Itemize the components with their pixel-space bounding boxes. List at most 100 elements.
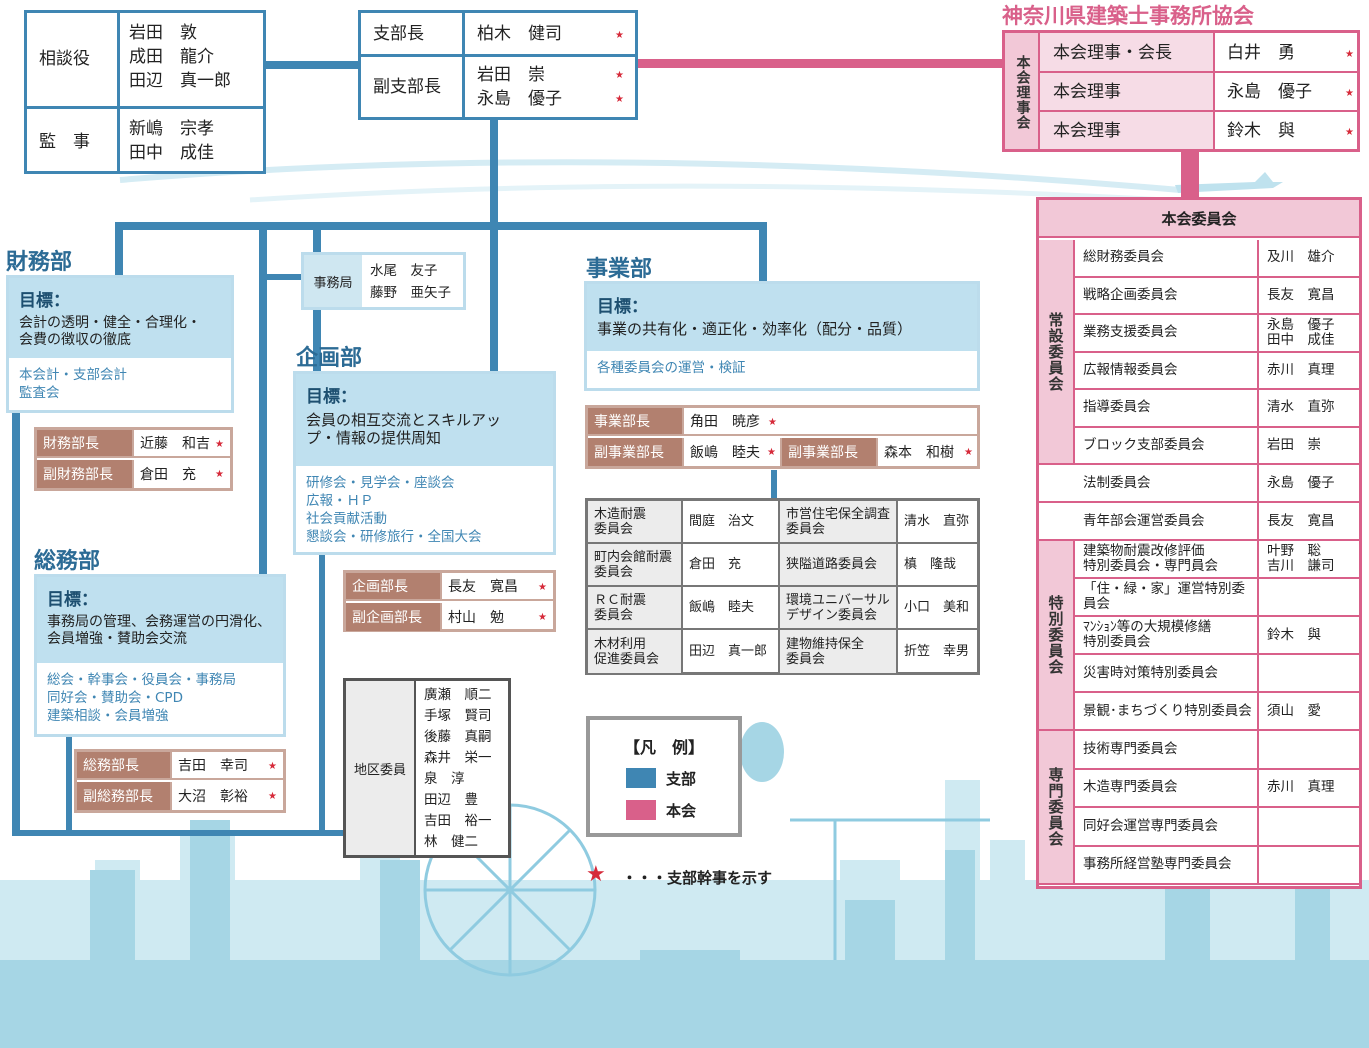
- committees-title: 本会委員会: [1039, 200, 1359, 238]
- committee-name: ブロック支部委員会: [1075, 427, 1259, 465]
- legend-main-swatch: [626, 800, 656, 820]
- general-vice-name: 大沼 彰裕★: [178, 789, 277, 805]
- business-committee-name: 市営住宅保全調査 委員会: [780, 501, 898, 544]
- general-title: 総務部: [34, 549, 101, 574]
- committee-member: 赤川 真理: [1259, 770, 1359, 808]
- connector-branch-trunk: [490, 118, 498, 372]
- board-name-2: 永島 優子: [1227, 82, 1312, 102]
- star-icon: ★: [1345, 127, 1354, 138]
- committee-member: 須山 愛: [1259, 693, 1359, 731]
- committee-member: [1259, 655, 1359, 693]
- star-icon: ★: [268, 791, 277, 802]
- business-committee-name: 建物維持保全 委員会: [780, 630, 898, 673]
- committee-name: 青年部会運営委員会: [1039, 503, 1259, 541]
- general-head-role: 総務部長: [77, 752, 172, 778]
- business-committee-member: 飯嶋 睦夫: [683, 587, 780, 630]
- board-name-3: 鈴木 與: [1227, 121, 1295, 141]
- advisors-box: 相談役 岩田 敦 成田 龍介 田辺 真一郎 監 事 新嶋 宗孝 田中 成佳: [24, 10, 266, 174]
- board-role-1: 本会理事・会長: [1053, 43, 1172, 63]
- committee-name: 法制委員会: [1039, 465, 1259, 503]
- vice-branch-head-name-1: 岩田 崇: [477, 65, 545, 85]
- legend-star-note: ・・・支部幹事を示す: [622, 869, 773, 887]
- association-committees-box: 本会委員会 総財務委員会及川 雄介戦略企画委員会長友 寛昌業務支援委員会永島 優…: [1036, 197, 1362, 889]
- business-committee-name: 狭隘道路委員会: [780, 544, 898, 587]
- vice-branch-head-name-2: 永島 優子: [477, 89, 562, 109]
- general-goal-box: 目標： 事務局の管理、会務運営の円滑化、 会員増強・賛助会交流 総会・幹事会・役…: [34, 574, 286, 737]
- office-box: 事務局 水尾 友子 藤野 亜矢子: [301, 252, 466, 310]
- committee-member: [1259, 579, 1359, 617]
- committee-name: 技術専門委員会: [1075, 731, 1259, 770]
- legend-main-label: 本会: [666, 802, 697, 820]
- legend-title: 【凡 例】: [624, 738, 705, 757]
- advisor-role: 相談役: [39, 49, 90, 69]
- connector-general: [259, 222, 267, 577]
- board-role-3: 本会理事: [1053, 121, 1121, 141]
- committee-member: [1259, 808, 1359, 847]
- auditor-names: 新嶋 宗孝 田中 成佳: [129, 119, 214, 163]
- district-label: 地区委員: [346, 681, 416, 855]
- branch-head-role: 支部長: [373, 24, 424, 44]
- star-icon: ★: [1345, 88, 1354, 99]
- finance-vice-name: 倉田 充★: [140, 467, 224, 483]
- committee-name: 戦略企画委員会: [1075, 277, 1259, 315]
- connector-office: [259, 274, 303, 280]
- committee-name: 災害時対策特別委員会: [1075, 655, 1259, 693]
- committee-member: 岩田 崇: [1259, 428, 1359, 465]
- star-icon: ★: [268, 761, 277, 772]
- general-head-name: 吉田 幸司★: [178, 758, 277, 774]
- connector-left-rail: [12, 410, 20, 836]
- star-icon: ★: [538, 582, 547, 593]
- committee-member: 及川 雄介: [1259, 240, 1359, 278]
- planning-officers: 企画部長 長友 寛昌★ 副企画部長 村山 勉★: [343, 570, 556, 632]
- connector-planning-bottom: [319, 555, 325, 833]
- connector-horizontal: [115, 222, 767, 230]
- planning-vice-role: 副企画部長: [346, 603, 442, 631]
- business-committees-table: 木造耐震 委員会間庭 治文市営住宅保全調査 委員会清水 直弥町内会館耐震 委員会…: [585, 498, 980, 675]
- office-names: 水尾 友子 藤野 亜矢子: [370, 263, 451, 301]
- star-icon: ★: [1345, 49, 1354, 60]
- legend-box: 【凡 例】 支部 本会: [586, 716, 742, 837]
- planning-title: 企画部: [296, 346, 363, 371]
- goal-label: 目標：: [19, 291, 70, 311]
- legend-branch-label: 支部: [666, 770, 697, 788]
- committee-name: 同好会運営専門委員会: [1075, 808, 1259, 847]
- vice-branch-head-role: 副支部長: [373, 77, 441, 97]
- branch-head-box: 支部長 柏木 健司 ★ 副支部長 岩田 崇 永島 優子 ★ ★: [358, 10, 638, 120]
- committee-name: 指導委員会: [1075, 390, 1259, 428]
- connector-business: [759, 222, 767, 282]
- business-committee-member: 小口 美和: [898, 587, 977, 630]
- finance-officers: 財務部長 近藤 和吉★ 副財務部長 倉田 充★: [34, 427, 233, 491]
- planning-head-role: 企画部長: [346, 573, 442, 599]
- star-icon: ★: [767, 447, 776, 458]
- business-head-role: 事業部長: [588, 408, 684, 434]
- committee-member: 鈴木 與: [1259, 617, 1359, 655]
- committee-member: [1259, 847, 1359, 885]
- business-committee-name: 環境ユニバーサル デザイン委員会: [780, 587, 898, 630]
- connector-finance: [115, 222, 123, 278]
- business-goal-box: 目標： 事業の共有化・適正化・効率化（配分・品質） 各種委員会の運営・検証: [584, 281, 980, 391]
- finance-goal-box: 目標： 会計の透明・健全・合理化・ 会費の徴収の徹底 本会計・支部会計 監査会: [6, 275, 234, 413]
- district-box: 地区委員 廣瀬 順二 手塚 賢司 後藤 真嗣 森井 栄一 泉 淳 田辺 豊 吉田…: [343, 678, 511, 858]
- business-officers: 事業部長 角田 暁彦★ 副事業部長 飯嶋 睦夫★ 副事業部長 森本 和樹★: [585, 405, 980, 469]
- business-committee-member: 折笠 幸男: [904, 644, 970, 659]
- committee-name: 広報情報委員会: [1075, 352, 1259, 390]
- committee-member: 清水 直弥: [1259, 390, 1359, 428]
- business-head-name: 角田 暁彦★: [690, 414, 777, 430]
- goal-label: 目標：: [597, 297, 648, 317]
- goal-label: 目標：: [306, 387, 357, 407]
- star-icon: ★: [215, 469, 224, 480]
- business-goal-text: 事業の共有化・適正化・効率化（配分・品質）: [597, 320, 913, 338]
- branch-head-name: 柏木 健司: [477, 24, 562, 44]
- general-goal-text: 事務局の管理、会務運営の円滑化、 会員増強・賛助会交流: [47, 614, 271, 647]
- business-title: 事業部: [586, 257, 653, 282]
- goal-label: 目標：: [47, 590, 98, 610]
- business-committee-name: 町内会館耐震 委員会: [588, 544, 683, 587]
- general-vice-role: 副総務部長: [77, 782, 172, 810]
- committee-member: 長友 寛昌: [1259, 278, 1359, 315]
- expert-committees-label: 専門委員会: [1039, 731, 1075, 885]
- business-committee-member: 槙 隆哉: [898, 544, 977, 587]
- business-committee-member: 倉田 充: [683, 544, 780, 587]
- finance-vice-role: 副財務部長: [37, 460, 134, 488]
- connector-branch-association: [636, 59, 1004, 68]
- board-label: 本会理事会: [1014, 54, 1031, 130]
